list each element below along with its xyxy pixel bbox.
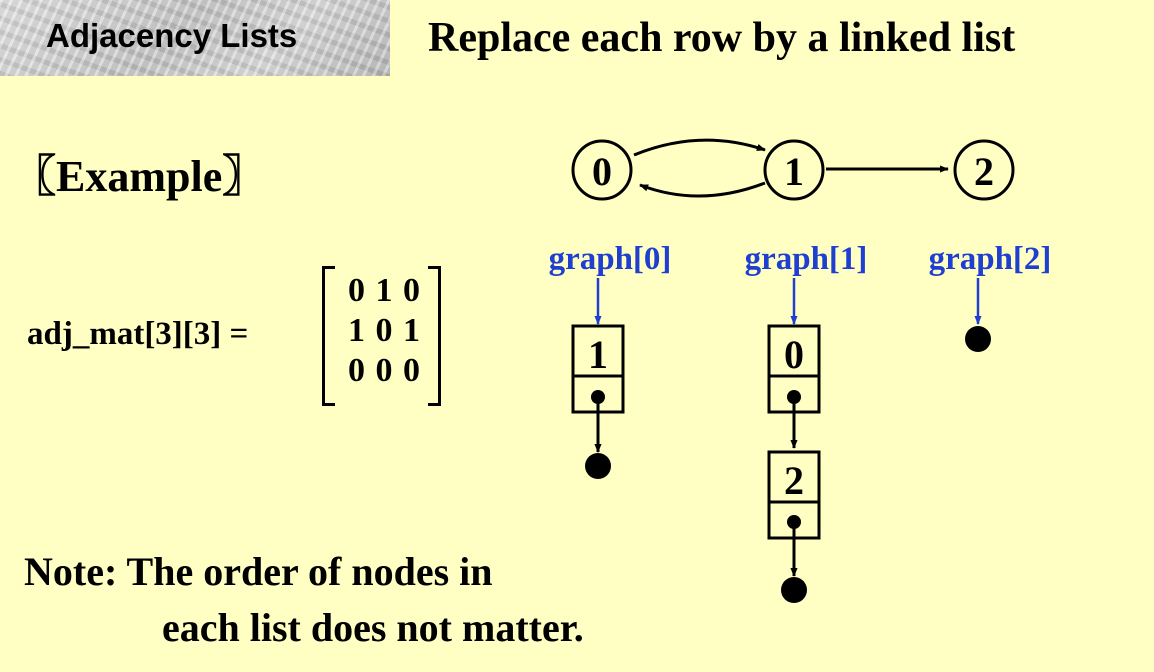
matrix-left-bracket [322,266,335,406]
list-head-label-2: graph[2] [929,241,1052,277]
graph-node-label-2: 2 [974,149,994,194]
matrix-label: adj_mat[3][3] = [27,316,249,352]
matrix-right-bracket [428,266,441,406]
list-head-label-0: graph[0] [549,241,672,277]
list0-null-terminator [585,453,611,479]
list0-node-value: 1 [588,332,608,377]
list1-null-terminator [781,577,807,603]
matrix-row-0: 0 1 0 [348,272,420,309]
graph-node-label-1: 1 [784,149,804,194]
note-line-1: Note: The order of nodes in [24,549,493,594]
tab-label: Adjacency Lists [46,17,298,54]
list1-node2-value: 2 [784,458,804,503]
matrix-row-1: 1 0 1 [348,312,420,349]
graph-node-2 [953,139,1015,201]
edge-1-to-0 [639,181,766,198]
note-line-2: each list does not matter. [162,605,584,650]
title-tab: Adjacency Lists [0,0,390,76]
list2-null-terminator [965,326,991,352]
edge-0-to-1 [633,138,766,157]
example-label: 〖Example〗 [12,152,267,201]
list1-node1-value: 0 [784,332,804,377]
graph-node-label-0: 0 [592,149,612,194]
slide-heading: Replace each row by a linked list [428,15,1016,61]
list-head-label-1: graph[1] [745,241,868,277]
graph-node-1 [763,139,825,201]
matrix-row-2: 0 0 0 [348,352,420,389]
graph-node-0 [571,139,633,201]
